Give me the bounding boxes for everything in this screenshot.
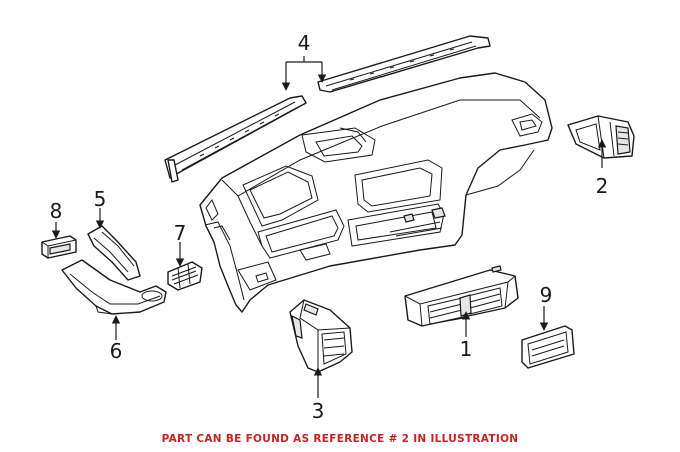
callout-9: 9 bbox=[540, 283, 553, 307]
callout-8: 8 bbox=[50, 199, 63, 223]
part-4-defroster-duct-right bbox=[317, 35, 491, 93]
part-6-lower-air-duct bbox=[61, 259, 167, 315]
part-8-vent-block bbox=[41, 235, 77, 259]
callout-5: 5 bbox=[94, 187, 107, 211]
callout-1: 1 bbox=[460, 337, 473, 361]
part-1-center-air-vent bbox=[404, 265, 519, 327]
callout-2: 2 bbox=[596, 174, 609, 198]
callout-3: 3 bbox=[312, 399, 325, 423]
part-2-side-air-vent bbox=[567, 115, 635, 159]
part-4-defroster-duct-left bbox=[164, 95, 307, 183]
part-3-driver-air-vent bbox=[289, 299, 353, 373]
callout-4: 4 bbox=[298, 31, 311, 55]
part-9-trim-cover bbox=[521, 325, 575, 369]
callout-6: 6 bbox=[110, 339, 123, 363]
part-5-air-duct bbox=[87, 225, 141, 281]
reference-note: PART CAN BE FOUND AS REFERENCE # 2 IN IL… bbox=[161, 433, 519, 445]
callout-7: 7 bbox=[174, 221, 187, 245]
leader-lines bbox=[51, 56, 607, 398]
instrument-panel bbox=[199, 72, 553, 313]
part-7-vent-grille bbox=[167, 261, 203, 291]
